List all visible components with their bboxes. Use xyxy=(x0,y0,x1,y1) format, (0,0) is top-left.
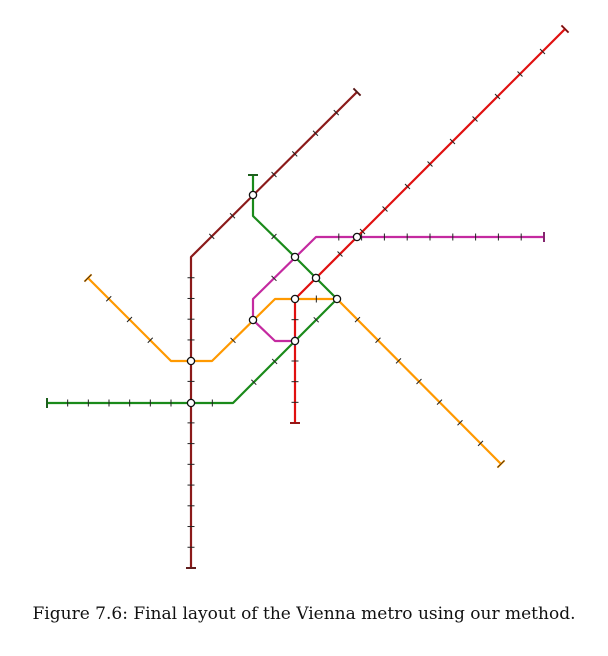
station-tick xyxy=(250,379,257,386)
transfer-stations xyxy=(186,190,362,408)
station-tick xyxy=(359,228,366,235)
station-tick xyxy=(229,212,236,219)
station-tick xyxy=(333,109,340,116)
transfer-station xyxy=(186,398,196,408)
transfer-station xyxy=(290,336,300,346)
transfer-station xyxy=(332,294,342,304)
station-tick xyxy=(271,233,277,240)
station-tick xyxy=(457,419,463,426)
terminus-cap-outline xyxy=(84,274,92,282)
line-u1-route xyxy=(293,28,566,423)
line-u3-route xyxy=(87,277,502,465)
station-tick xyxy=(354,316,361,323)
transfer-station xyxy=(248,190,258,200)
transfer-station xyxy=(248,315,258,325)
terminus-cap-outline xyxy=(353,88,361,96)
station-tick xyxy=(312,130,319,137)
station-tick xyxy=(375,337,381,344)
station-tick xyxy=(230,337,236,344)
transfer-station xyxy=(311,273,321,283)
station-tick xyxy=(291,151,298,157)
metro-lines xyxy=(46,24,570,569)
line-u2 xyxy=(251,232,545,346)
transfer-station xyxy=(352,232,362,242)
terminus-cap-outline xyxy=(561,25,569,33)
station-tick xyxy=(126,316,133,323)
station-tick xyxy=(271,358,278,365)
terminus-cap-outline xyxy=(497,460,505,468)
station-tick xyxy=(313,316,320,323)
station-tick xyxy=(337,251,343,257)
station-tick xyxy=(517,71,523,77)
transfer-station xyxy=(290,252,300,262)
line-u2-route xyxy=(251,235,544,343)
vienna-metro-map xyxy=(46,24,570,569)
station-tick xyxy=(436,399,443,405)
transfer-station xyxy=(290,294,300,304)
station-tick xyxy=(147,337,154,344)
line-u1 xyxy=(290,24,570,424)
station-tick xyxy=(472,116,478,122)
station-tick xyxy=(105,295,112,302)
line-u6 xyxy=(186,87,362,569)
line-u3 xyxy=(83,273,506,469)
line-u6-route xyxy=(189,91,358,568)
station-tick xyxy=(382,206,388,212)
station-tick xyxy=(494,93,501,100)
station-tick xyxy=(416,378,422,385)
station-tick xyxy=(395,358,402,364)
station-tick xyxy=(477,440,484,447)
station-tick xyxy=(539,48,546,55)
station-tick xyxy=(271,275,277,282)
station-tick xyxy=(208,233,215,240)
station-tick xyxy=(404,183,411,190)
transfer-station xyxy=(186,356,196,366)
station-tick xyxy=(449,138,456,145)
figure-caption: Figure 7.6: Final layout of the Vienna m… xyxy=(32,604,576,624)
station-tick xyxy=(427,161,433,167)
station-tick xyxy=(271,171,277,178)
